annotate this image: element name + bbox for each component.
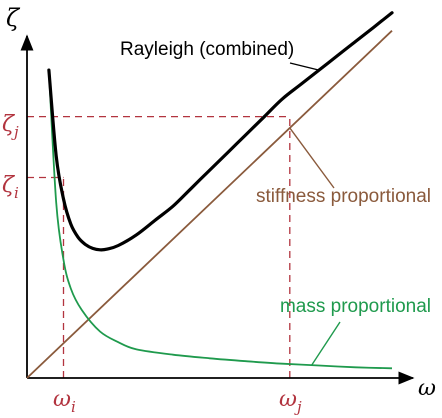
marker-guides (27, 116, 291, 378)
zeta-j-tick-label: ζj (2, 112, 19, 141)
mass-series-label: mass proportional (280, 296, 431, 317)
mass-callout-line (311, 321, 341, 366)
omega-j-tick-label: ωj (279, 387, 302, 416)
rayleigh-callout-line (289, 62, 320, 71)
rayleigh-series-label: Rayleigh (combined) (120, 39, 294, 60)
zeta-i-tick-label: ζi (2, 173, 19, 202)
stiffness-series-label: stiffness proportional (256, 186, 431, 207)
callouts (289, 62, 341, 366)
stiffness-callout-line (289, 127, 335, 189)
y-axis-label: ζ (6, 4, 21, 32)
axes (20, 34, 415, 385)
mass-proportional-line (48, 70, 393, 370)
omega-i-tick-label: ωi (53, 387, 76, 416)
x-axis-label: ω (418, 376, 436, 401)
stiffness-proportional-line (26, 30, 393, 379)
